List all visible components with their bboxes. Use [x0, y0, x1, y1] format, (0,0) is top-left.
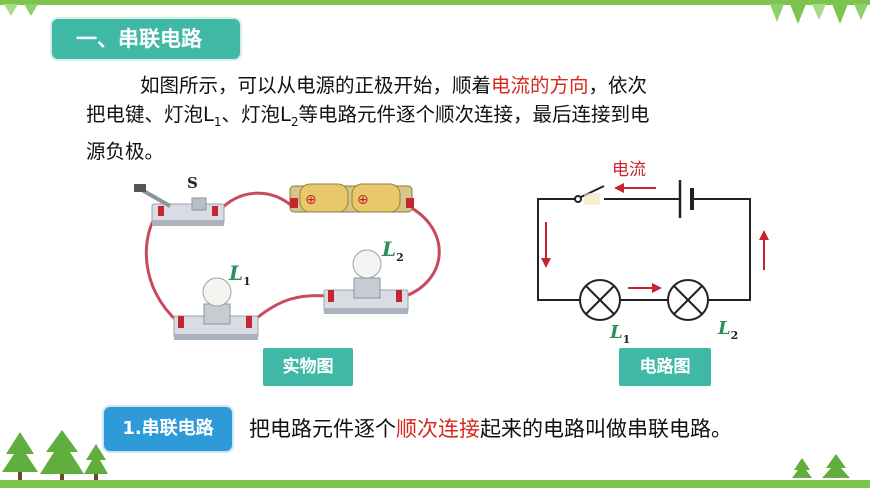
para-highlight-current-direction: 电流的方向 — [491, 74, 589, 97]
physical-lamp2-label: L2 — [381, 237, 404, 264]
current-label: 电流 — [612, 160, 646, 180]
para-line2-a: 把电键、灯泡L — [86, 103, 214, 126]
battery-plus-1: ⊕ — [305, 192, 317, 208]
definition-text-a: 把电路元件逐个 — [249, 417, 396, 441]
para-line2-c: 等电路元件逐个顺次连接，最后连接到电 — [298, 103, 650, 126]
bunting-decoration — [770, 4, 868, 24]
schematic-wire — [692, 198, 751, 301]
battery-plus-2: ⊕ — [357, 192, 369, 208]
bunting-decoration-left — [4, 4, 38, 16]
schematic-switch-contact — [574, 195, 582, 203]
physical-lamp1-label: L1 — [228, 261, 251, 288]
para-sub1: 1 — [213, 114, 222, 129]
wire — [216, 191, 293, 214]
para-sub2: 2 — [290, 114, 299, 129]
definition-label: 1.串联电路 — [102, 405, 234, 453]
definition-highlight: 顺次连接 — [396, 417, 480, 441]
physical-diagram-caption: 实物图 — [263, 348, 353, 386]
top-decor-bar — [0, 0, 870, 5]
wire — [405, 204, 441, 298]
circuit-diagram-caption: 电路图 — [619, 348, 711, 386]
schematic-lamp1-label: L1 — [609, 322, 630, 346]
definition-text: 把电路元件逐个顺次连接起来的电路叫做串联电路。 — [249, 414, 732, 444]
switch-label: S — [187, 174, 198, 192]
para-line1-b: ，依次 — [588, 74, 648, 97]
wire — [251, 294, 329, 324]
schematic-lamp2-label: L2 — [717, 318, 738, 342]
knife-switch — [134, 184, 225, 226]
para-line2-b: 、灯泡L — [221, 103, 291, 126]
lamp-2 — [323, 249, 409, 314]
circuit-schematic: 电流 L1 L2 — [537, 160, 769, 346]
battery-pack — [289, 183, 414, 213]
definition-text-b: 起来的电路叫做串联电路。 — [480, 417, 732, 441]
bottom-decor-bar — [0, 480, 870, 488]
physical-circuit-illustration: S ⊕ ⊕ L1 L2 — [134, 174, 441, 340]
wire — [144, 211, 180, 324]
trees-decoration-left — [2, 430, 108, 482]
para-line1-a: 如图所示，可以从电源的正极开始，顺着 — [140, 74, 492, 97]
intro-paragraph: 如图所示，可以从电源的正极开始，顺着电流的方向，依次 把电键、灯泡L1、灯泡L2… — [86, 71, 766, 166]
lamp-1 — [173, 277, 259, 340]
trees-decoration-right — [792, 454, 850, 478]
schematic-switch-cover — [584, 193, 600, 205]
section-title: 一、串联电路 — [50, 17, 242, 61]
para-line3: 源负极。 — [86, 139, 165, 163]
schematic-wire — [537, 198, 580, 301]
